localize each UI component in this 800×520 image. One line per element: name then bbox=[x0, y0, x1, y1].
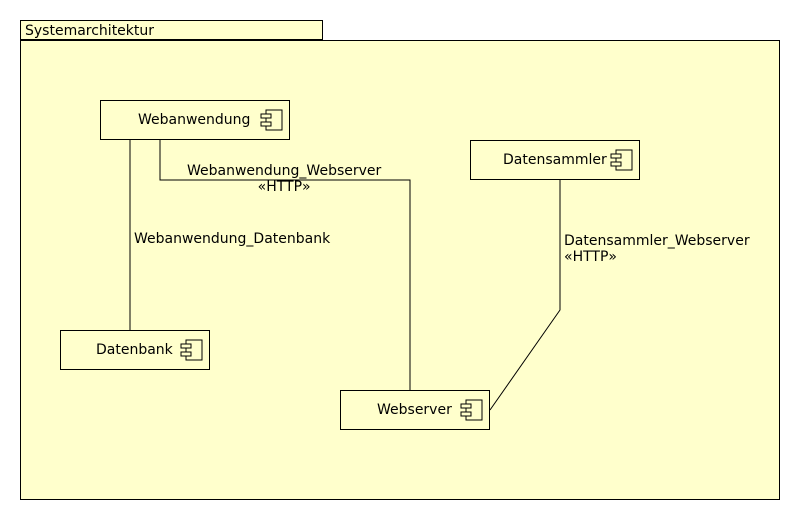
connector-datensammler-webserver-label: Datensammler_Webserver «HTTP» bbox=[564, 233, 750, 265]
component-datenbank-label: Datenbank bbox=[96, 342, 173, 358]
connector-stereotype: «HTTP» bbox=[257, 179, 311, 195]
connector-datensammler-webserver-line bbox=[489, 180, 561, 411]
component-webserver-label: Webserver bbox=[377, 402, 452, 418]
component-icon bbox=[460, 399, 483, 421]
component-webanwendung[interactable]: Webanwendung bbox=[100, 100, 290, 140]
component-webanwendung-label: Webanwendung bbox=[138, 112, 251, 128]
connector-name: Datensammler_Webserver bbox=[564, 233, 750, 249]
component-icon bbox=[180, 339, 203, 361]
component-datenbank[interactable]: Datenbank bbox=[60, 330, 210, 370]
connector-webanwendung-datenbank-label: Webanwendung_Datenbank bbox=[134, 231, 330, 247]
connector-webanwendung-webserver-label: Webanwendung_Webserver «HTTP» bbox=[187, 163, 381, 195]
package-name: Systemarchitektur bbox=[25, 23, 155, 39]
connector-stereotype: «HTTP» bbox=[564, 249, 617, 265]
component-datensammler[interactable]: Datensammler bbox=[470, 140, 640, 180]
component-icon bbox=[260, 109, 283, 131]
component-datensammler-label: Datensammler bbox=[503, 152, 607, 168]
package-tab: Systemarchitektur bbox=[20, 20, 323, 40]
connector-webanwendung-webserver-line bbox=[159, 140, 411, 390]
connector-name: Webanwendung_Datenbank bbox=[134, 231, 331, 247]
connector-name: Webanwendung_Webserver bbox=[187, 163, 382, 179]
component-icon bbox=[610, 149, 633, 171]
component-webserver[interactable]: Webserver bbox=[340, 390, 490, 430]
